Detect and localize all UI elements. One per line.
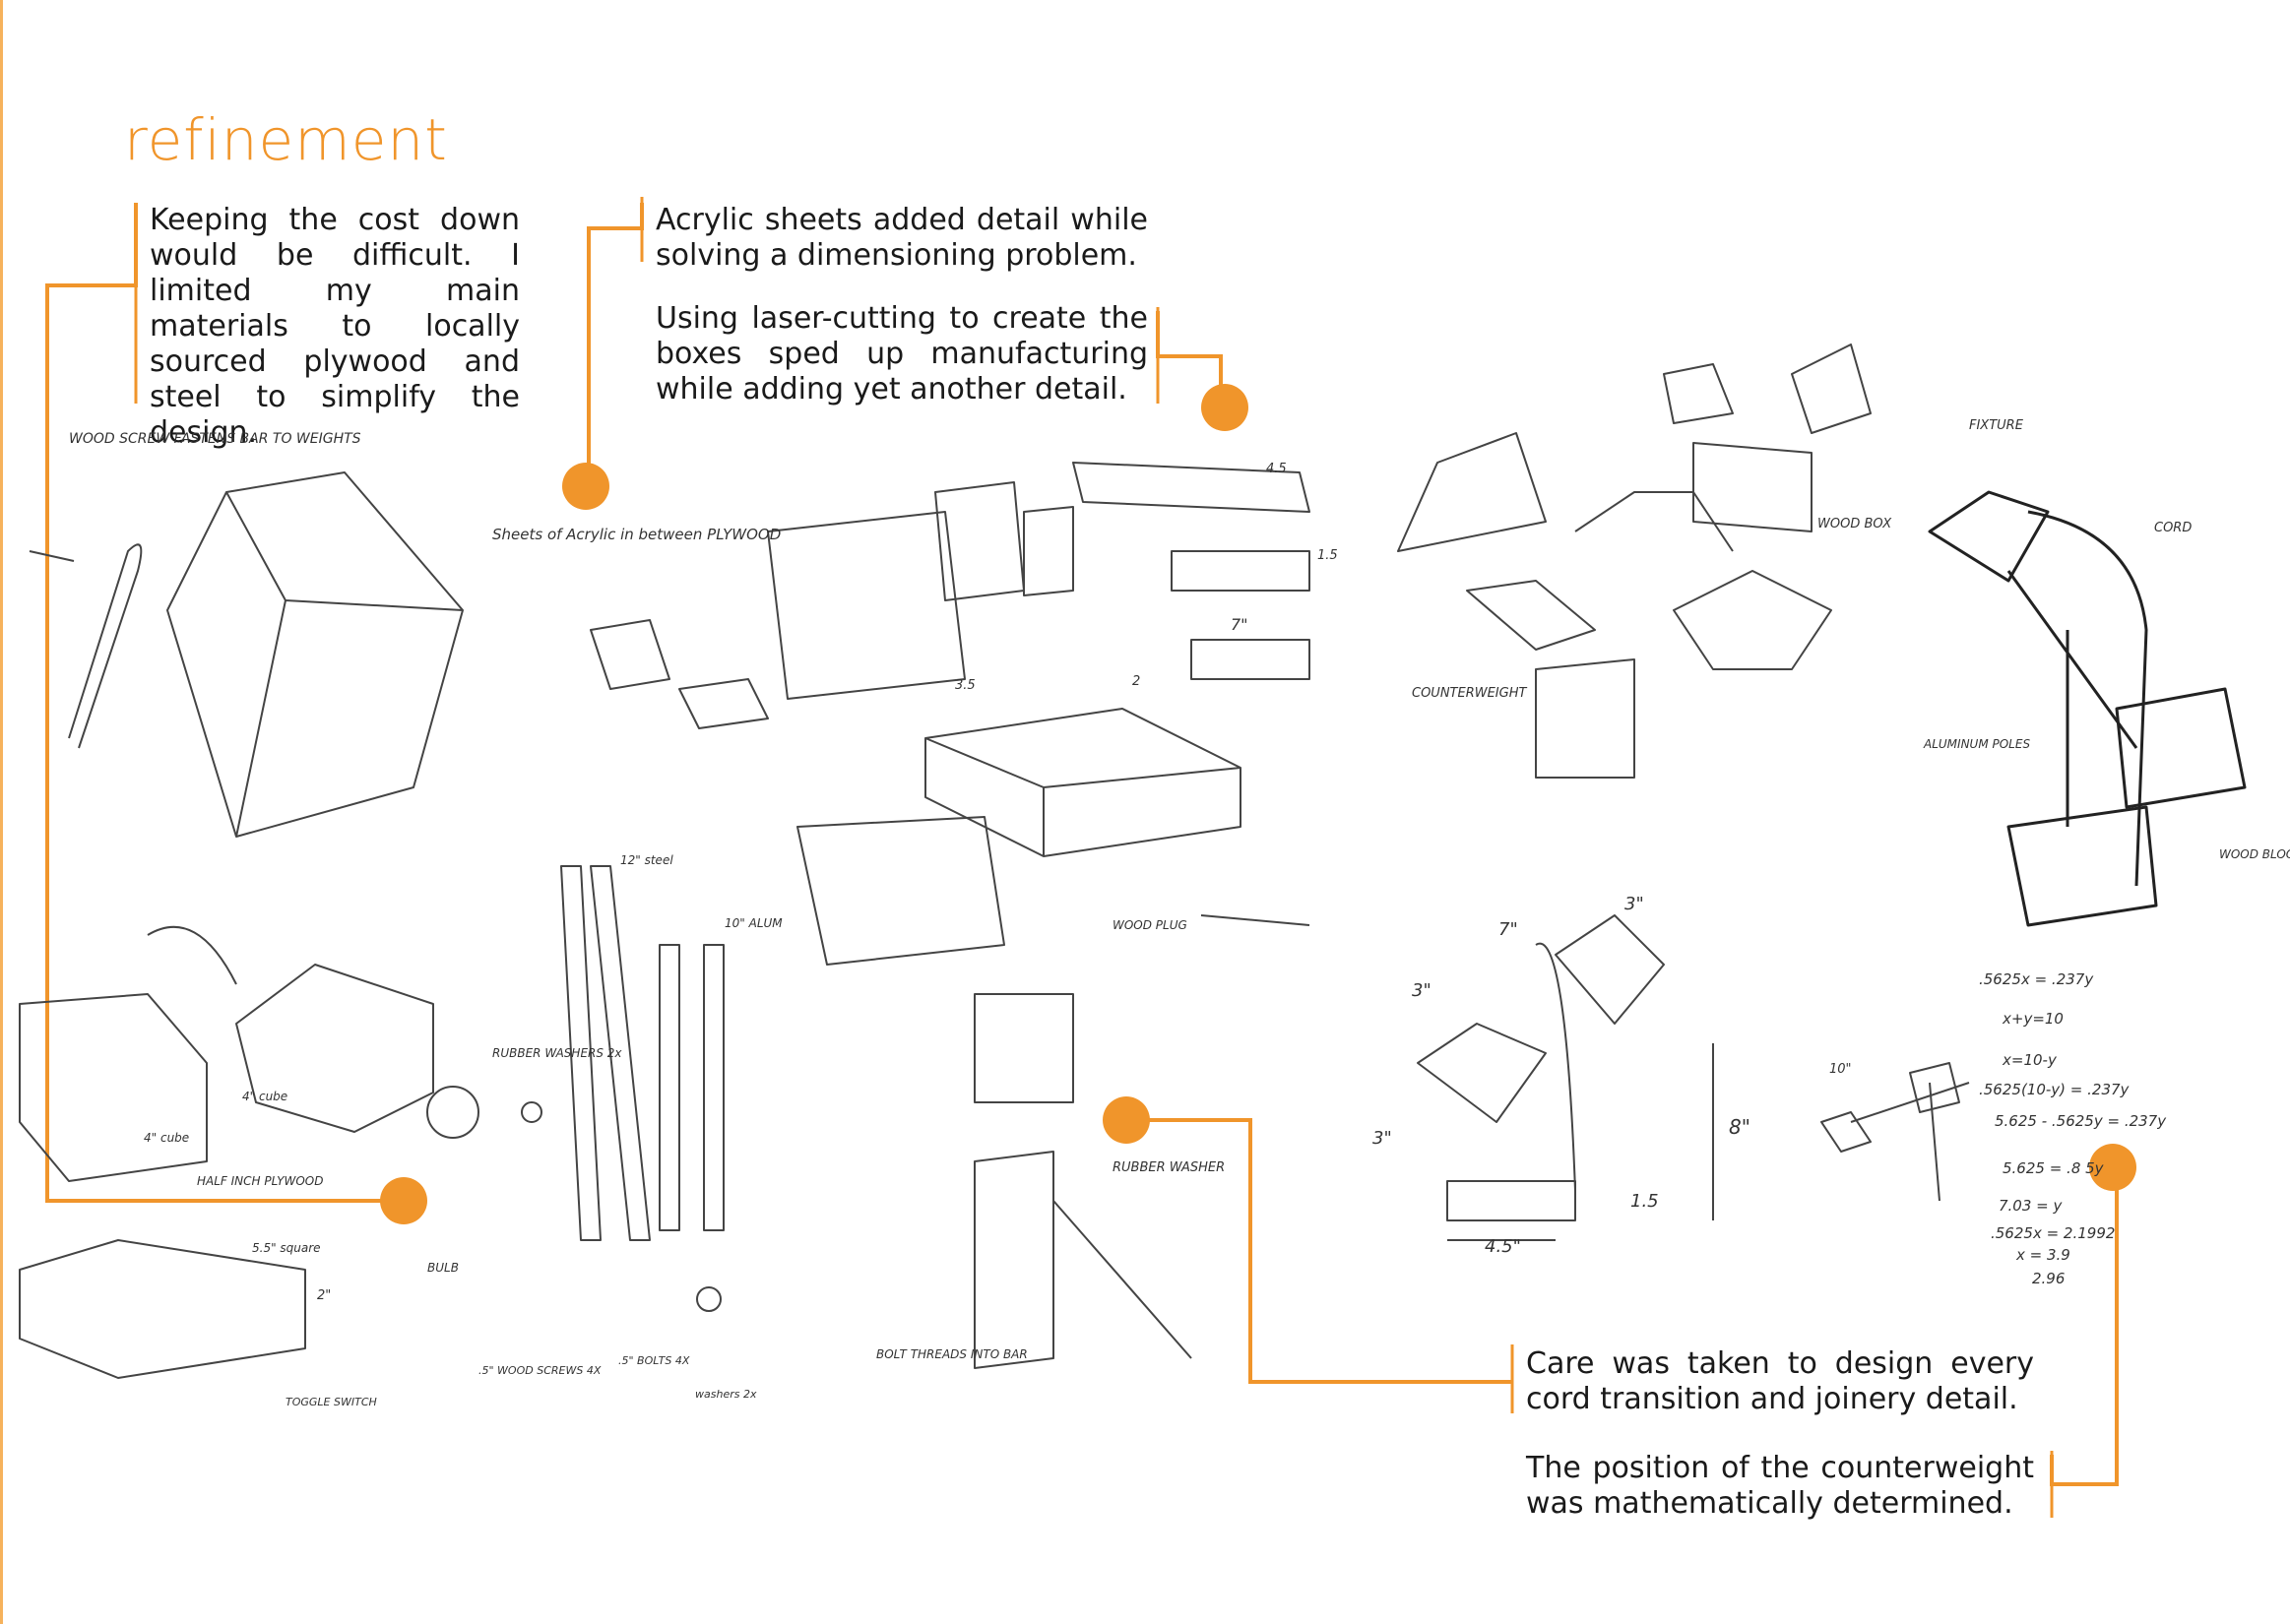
- label-fixture: FIXTURE: [1969, 418, 2024, 433]
- note-laser: Using laser-cutting to create the boxes …: [656, 301, 1148, 407]
- math-line-4: .5625(10-y) = .237y: [1979, 1081, 2131, 1098]
- label-wood-screw: WOOD SCREW FASTENS BAR TO WEIGHTS: [69, 431, 361, 447]
- label-counterweight: COUNTERWEIGHT: [1412, 686, 1527, 701]
- note-care-text: Care was taken to design every cord tran…: [1526, 1346, 2034, 1416]
- math-line-2: x+y=10: [2002, 1010, 2064, 1028]
- label-washers: washers 2x: [695, 1388, 757, 1401]
- label-wood-box: WOOD BOX: [1817, 517, 1892, 531]
- sketch-screw-bar: [68, 543, 143, 749]
- label-cube-4b: 4" cube: [144, 1131, 189, 1145]
- label-dim-3a: 3": [1412, 980, 1431, 1001]
- label-half-inch-plywood: HALF INCH PLYWOOD: [197, 1174, 323, 1188]
- label-rubber-washers: RUBBER WASHERS 2x: [492, 1046, 622, 1060]
- label-steel-12: 12" steel: [620, 853, 673, 867]
- dot-materials: [380, 1177, 427, 1224]
- callout-lines: [45, 203, 2119, 1486]
- label-wood-screws: .5" WOOD SCREWS 4X: [478, 1364, 602, 1377]
- note-position: The position of the counterweight was ma…: [1526, 1451, 2034, 1522]
- label-toggle-switch: TOGGLE SWITCH: [286, 1396, 377, 1408]
- sketch-annotations: WOOD SCREW FASTENS BAR TO WEIGHTS Sheets…: [69, 418, 2290, 1408]
- label-bolts: .5" BOLTS 4X: [618, 1354, 690, 1367]
- dot-care: [1103, 1096, 1150, 1144]
- label-dim-2in: 2": [317, 1288, 331, 1303]
- label-dim-45: 4.5: [1266, 462, 1287, 476]
- sketch-finger-joints: [1072, 462, 1310, 680]
- note-acrylic: Acrylic sheets added detail while solvin…: [656, 203, 1148, 274]
- sketch-main-lamp: [1928, 490, 2247, 927]
- label-bulb: BULB: [427, 1261, 459, 1275]
- dot-position: [2089, 1144, 2136, 1191]
- note-position-text: The position of the counterweight was ma…: [1526, 1451, 2034, 1521]
- label-dim-3c: 3": [1372, 1128, 1392, 1149]
- note-care: Care was taken to design every cord tran…: [1526, 1346, 2034, 1417]
- note-acrylic-text: Acrylic sheets added detail while solvin…: [656, 203, 1148, 273]
- note-materials: Keeping the cost down would be difficult…: [150, 203, 520, 451]
- dot-laser: [1201, 384, 1248, 431]
- label-dim-8: 8": [1729, 1115, 1750, 1139]
- label-rubber-washer: RUBBER WASHER: [1113, 1160, 1225, 1175]
- callout-position: [2050, 1171, 2119, 1486]
- math-line-6: 5.625 = .8 5y: [2003, 1159, 2105, 1177]
- sketch-drawings: [19, 344, 2247, 1379]
- sketch-base-box: [924, 708, 1241, 857]
- label-dim-15: 1.5: [1317, 548, 1338, 563]
- callout-care: [1130, 1118, 1512, 1384]
- text-brackets: [134, 197, 2054, 1518]
- label-wood-plug: WOOD PLUG: [1113, 918, 1187, 932]
- label-dim-3b: 3": [1624, 894, 1644, 914]
- callout-materials: [45, 203, 384, 1203]
- note-materials-text: Keeping the cost down would be difficult…: [150, 203, 520, 450]
- label-dim-45b: 4.5": [1485, 1236, 1521, 1257]
- sketch-dimensioned-lamp: [1417, 914, 1714, 1241]
- sketch-lower-left: [19, 925, 434, 1379]
- label-square-55: 5.5" square: [252, 1241, 321, 1255]
- label-wood-block: WOOD BLOCK: [2219, 847, 2290, 861]
- label-alum-10: 10" ALUM: [725, 916, 783, 930]
- label-dim-2: 2: [1132, 674, 1140, 689]
- sketch-acrylic-blocks: [590, 481, 1074, 729]
- label-cord: CORD: [2154, 521, 2192, 535]
- math-line-8: .5625x = 2.1992: [1991, 1224, 2115, 1242]
- label-bolt-threads: BOLT THREADS INTO BAR: [876, 1347, 1028, 1361]
- sketch-screw: [29, 550, 75, 562]
- math-line-1: .5625x = .237y: [1979, 970, 2094, 988]
- label-dim-7: 7": [1231, 615, 1248, 634]
- sketch-hardware: [426, 865, 1310, 1369]
- label-dim-7b: 7": [1498, 919, 1518, 940]
- dot-acrylic: [562, 463, 609, 510]
- note-laser-text: Using laser-cutting to create the boxes …: [656, 301, 1148, 406]
- label-cube-4: 4" cube: [242, 1090, 287, 1103]
- label-dim-10: 10": [1829, 1062, 1852, 1077]
- math-line-3: x=10-y: [2002, 1051, 2058, 1069]
- label-aluminum-poles: ALUMINUM POLES: [1923, 737, 2030, 751]
- math-line-10: 2.96: [2032, 1270, 2065, 1287]
- sketch-mini-lamp: [1820, 1062, 1970, 1202]
- math-line-5: 5.625 - .5625y = .237y: [1995, 1112, 2167, 1130]
- callout-dots: [380, 384, 2136, 1224]
- sketch-plywood-cube: [166, 471, 464, 838]
- math-calculation: .5625x = .237y x+y=10 x=10-y .5625(10-y)…: [1979, 970, 2167, 1287]
- page-title: refinement: [124, 106, 448, 173]
- math-line-7: 7.03 = y: [1999, 1197, 2064, 1215]
- sketch-lamp-variants: [1397, 344, 1872, 779]
- math-line-9: x = 3.9: [2015, 1246, 2070, 1264]
- label-dim-15b: 1.5: [1630, 1191, 1659, 1212]
- callout-acrylic: [587, 203, 644, 482]
- label-dim-35: 3.5: [955, 678, 976, 693]
- label-acrylic-sheets: Sheets of Acrylic in between PLYWOOD: [492, 526, 781, 543]
- page-edge: [0, 0, 3, 1624]
- sketch-bottom-blocks: [796, 816, 1005, 966]
